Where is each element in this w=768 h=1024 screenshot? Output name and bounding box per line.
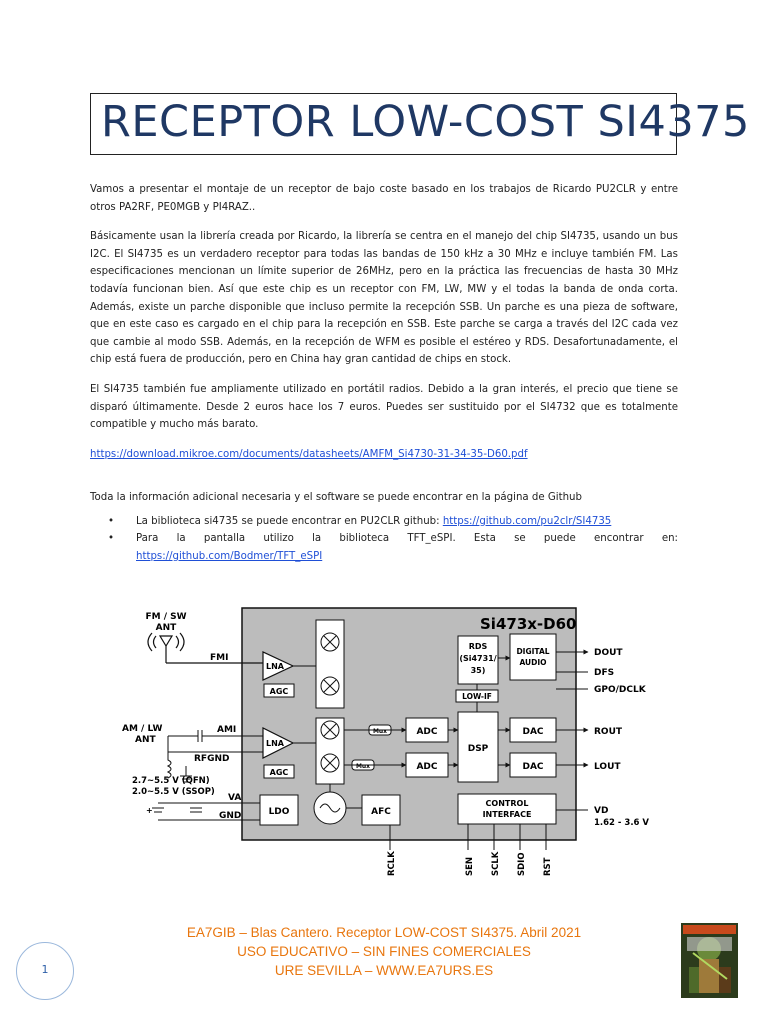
mixer-icon <box>320 632 340 696</box>
rds-label-2: (Si4731/ <box>459 654 496 663</box>
rst-label: RST <box>543 857 553 876</box>
lna-1-label: LNA <box>266 662 285 671</box>
page-number-badge: 1 <box>16 942 74 1000</box>
title-box: RECEPTOR LOW-COST SI4375 <box>90 93 749 155</box>
footer-usage: USO EDUCATIVO – SIN FINES COMERCIALES <box>237 944 531 959</box>
pu2clr-github-link[interactable]: https://github.com/pu2clr/SI4735 <box>442 515 612 527</box>
dfs-label: DFS <box>594 668 614 678</box>
list-item: • Para la pantalla utilizo la biblioteca… <box>90 530 678 565</box>
fm-antenna-icon <box>147 632 185 663</box>
list-item: • La biblioteca si4735 se puede encontra… <box>90 513 678 531</box>
paragraph-intro: Vamos a presentar el montaje de un recep… <box>90 184 678 213</box>
page-number: 1 <box>41 963 49 976</box>
low-if-label: LOW-IF <box>462 692 492 701</box>
rds-block <box>457 635 499 685</box>
bullet-text: La biblioteca si4735 se puede encontrar … <box>136 515 443 527</box>
sclk-label: SCLK <box>491 851 501 876</box>
bullet-text: Para la pantalla utilizo la biblioteca T… <box>136 533 678 545</box>
lna-1 <box>262 651 295 681</box>
vd-range-label: 1.62 - 3.6 V <box>594 818 649 828</box>
dsp-block <box>457 711 499 783</box>
agc-2-label: AGC <box>270 768 289 777</box>
sen-label: SEN <box>465 857 475 876</box>
dsp-label: DSP <box>468 744 489 754</box>
supply-qfn-label: 2.7~5.5 V (QFN) <box>132 776 210 786</box>
chip-name: Si473x-D60 <box>480 615 576 633</box>
rds-label-3: 35) <box>471 666 486 675</box>
adc-1-label: ADC <box>416 727 437 737</box>
footer-website[interactable]: URE SEVILLA – WWW.EA7URS.ES <box>274 963 494 978</box>
fmi-label: FMI <box>210 653 228 663</box>
mixer-icon <box>320 720 340 773</box>
club-logo-icon <box>681 923 738 998</box>
mux-1-label: Mux <box>373 728 387 735</box>
datasheet-link[interactable]: https://download.mikroe.com/documents/da… <box>90 448 528 460</box>
adc-2-label: ADC <box>416 762 437 772</box>
afc-label: AFC <box>371 807 391 817</box>
footer-author: EA7GIB – Blas Cantero. Receptor LOW-COST… <box>186 925 582 940</box>
ldo-block <box>259 794 299 826</box>
gnd-label: GND <box>219 811 241 821</box>
footer: EA7GIB – Blas Cantero. Receptor LOW-COST… <box>0 923 768 980</box>
va-label: VA <box>228 793 241 803</box>
bullet-list: • La biblioteca si4735 se puede encontra… <box>90 513 678 566</box>
vd-label: VD <box>594 806 608 816</box>
rout-label: ROUT <box>594 727 623 737</box>
digital-audio-block <box>509 633 557 681</box>
block-diagram: Si473x-D60 FM / SW ANT FMI LNA AGC AM / … <box>122 607 649 876</box>
supply-ssop-label: 2.0~5.5 V (SSOP) <box>132 787 215 797</box>
rds-label: RDS <box>469 642 488 651</box>
agc-2 <box>263 764 295 779</box>
control-label: CONTROL <box>486 799 529 808</box>
adc-2 <box>405 752 449 778</box>
page-title: RECEPTOR LOW-COST SI4375 <box>101 97 750 147</box>
am-coil-icon <box>166 736 172 779</box>
lna-2 <box>262 727 295 759</box>
am-antenna-label: AM / LW <box>122 724 163 734</box>
dac-2-label: DAC <box>522 762 543 772</box>
am-antenna-label-2: ANT <box>135 735 156 745</box>
ami-label: AMI <box>217 725 236 735</box>
battery-icon <box>152 802 242 821</box>
body-text: Vamos a presentar el montaje de un recep… <box>90 181 678 475</box>
gpo-label: GPO/DCLK <box>594 685 647 695</box>
bullet-icon: • <box>108 533 115 545</box>
ground-icon <box>180 766 192 783</box>
lout-label: LOUT <box>594 762 621 772</box>
control-interface-block <box>457 793 557 825</box>
mux-2-label: Mux <box>356 763 370 770</box>
ldo-label: LDO <box>269 807 290 817</box>
paragraph-library: Básicamente usan la librería creada por … <box>90 231 678 366</box>
dac-1-label: DAC <box>522 727 543 737</box>
github-intro: Toda la información adicional necesaria … <box>90 492 582 503</box>
fm-antenna-label: FM / SW <box>145 612 186 622</box>
rclk-label: RCLK <box>387 851 397 876</box>
lna-2-label: LNA <box>266 739 285 748</box>
github-section: Toda la información adicional necesaria … <box>90 489 678 565</box>
agc-1 <box>263 683 295 698</box>
svg-text:+: + <box>146 806 153 815</box>
digital-label: DIGITAL <box>516 647 549 656</box>
afc-block <box>361 794 401 826</box>
agc-1-label: AGC <box>270 687 289 696</box>
rfgnd-label: RFGND <box>194 754 229 764</box>
paragraph-price: El SI4735 también fue ampliamente utiliz… <box>90 383 678 431</box>
tft-espi-github-link[interactable]: https://github.com/Bodmer/TFT_eSPI <box>136 550 323 562</box>
dout-label: DOUT <box>594 648 623 658</box>
sdio-label: SDIO <box>517 852 527 876</box>
fm-antenna-label-2: ANT <box>156 623 177 633</box>
audio-label: AUDIO <box>519 658 546 667</box>
interface-label: INTERFACE <box>483 810 532 819</box>
bullet-icon: • <box>108 515 115 527</box>
